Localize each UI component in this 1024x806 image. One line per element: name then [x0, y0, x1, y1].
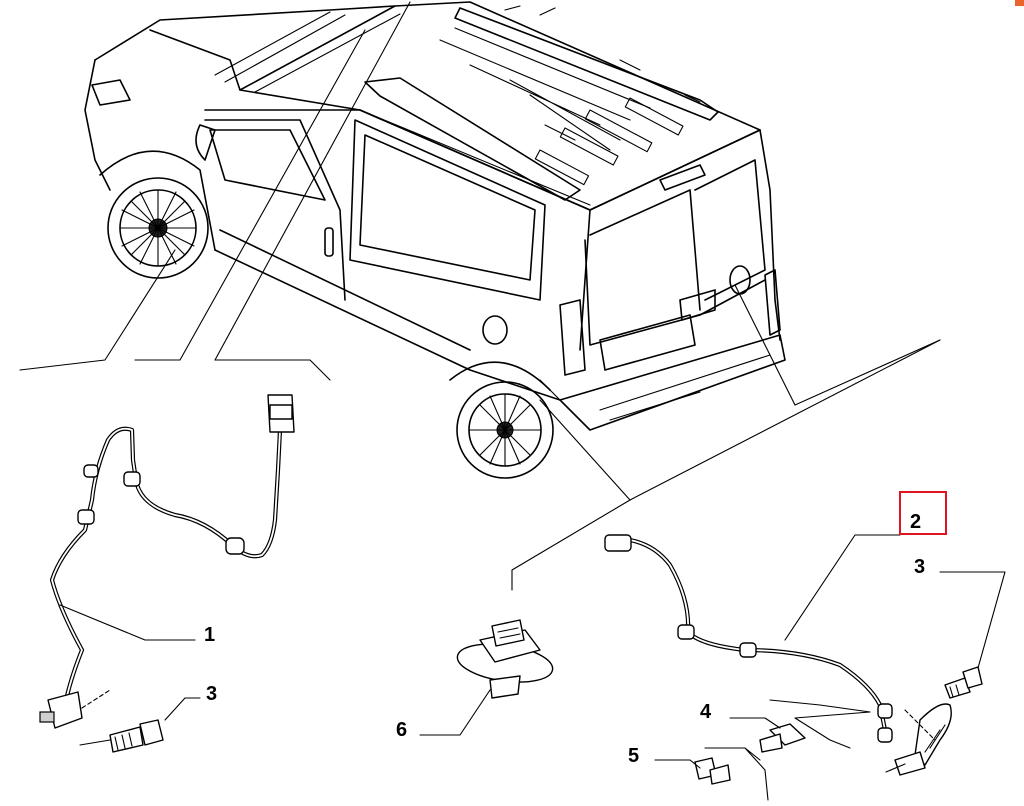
callout-3b-label: 3: [914, 556, 925, 578]
bolt-left: [109, 719, 164, 753]
bolt-right: [944, 666, 983, 699]
callout-3a-label: 3: [206, 683, 217, 705]
corner-marker: [1015, 0, 1024, 6]
callout-1-label: 1: [204, 624, 215, 646]
callout-2-leader: [784, 534, 901, 641]
mounting-bracket: [759, 723, 806, 753]
callout-3b-leader: [939, 571, 1006, 669]
callout-3a-leader: [164, 697, 201, 721]
callout-2-highlight: [899, 491, 947, 535]
small-bolt: [694, 757, 731, 785]
cable-clip: [456, 619, 554, 699]
front-abs-sensor-cable: [39, 394, 295, 729]
callout-2-label: 2: [910, 511, 921, 533]
van-illustration: [84, 1, 786, 479]
callout-6-leader: [419, 689, 491, 736]
callout-4-leader: [729, 717, 781, 729]
callout-6-label: 6: [396, 719, 407, 741]
callout-5-leader: [654, 759, 701, 769]
callout-4-label: 4: [700, 701, 712, 723]
leader-lines: [19, 1, 941, 591]
callout-5-label: 5: [628, 745, 639, 767]
callout-1-leader: [59, 604, 196, 641]
rear-abs-sensor-cable: [604, 534, 952, 776]
